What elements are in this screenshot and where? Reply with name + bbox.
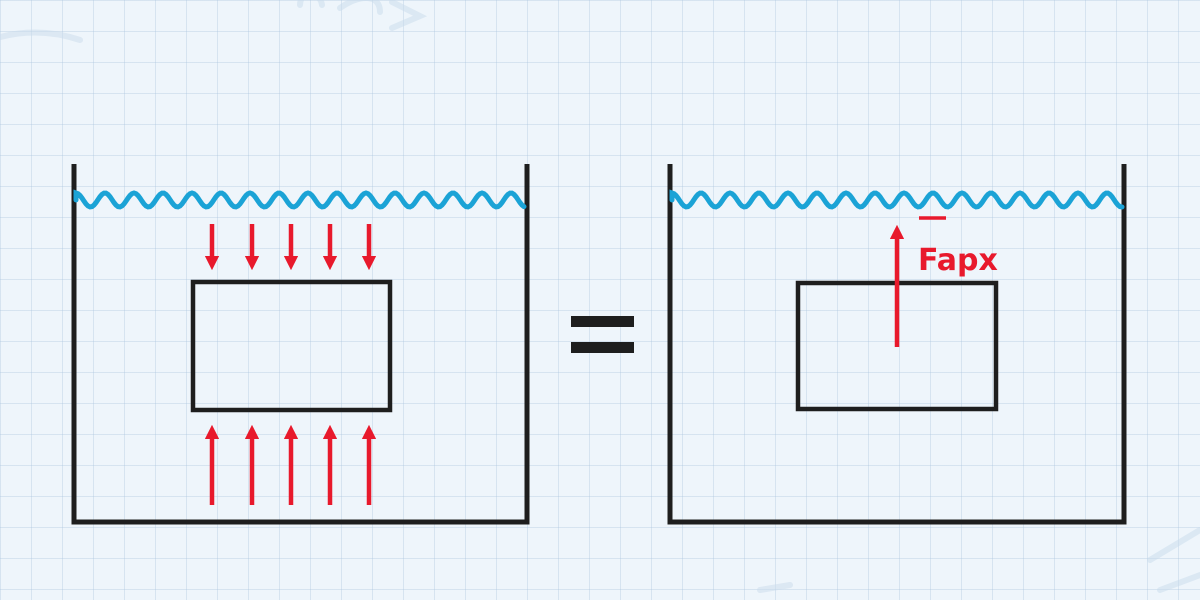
- left-tank: [71, 164, 530, 525]
- left-water-surface: [73, 189, 527, 210]
- equals-sign: [571, 316, 634, 353]
- left-submerged-block: [190, 279, 393, 413]
- buoyant-force-label: Fapx: [918, 243, 998, 278]
- right-water-surface: [669, 189, 1125, 210]
- pressure-arrows-down: [204, 224, 377, 271]
- left-tank-walls: [71, 164, 530, 525]
- right-tank: Fapx: [667, 164, 1127, 525]
- right-tank-walls: [667, 164, 1127, 525]
- pressure-arrows-up: [204, 424, 377, 505]
